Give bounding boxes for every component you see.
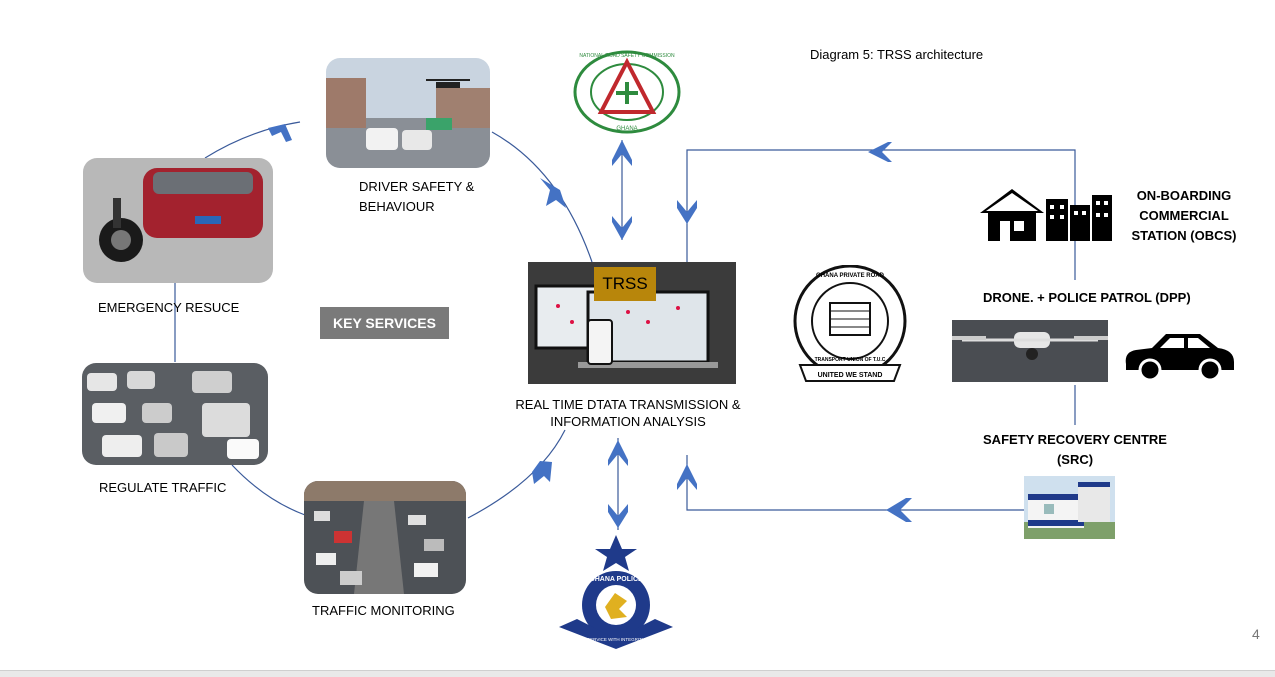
obcs-buildings-icon bbox=[978, 187, 1114, 243]
svg-text:GHANA POLICE: GHANA POLICE bbox=[589, 576, 643, 583]
drone-photo bbox=[952, 320, 1108, 382]
src-label-2: (SRC) bbox=[1056, 452, 1094, 467]
ghana-police-logo: GHANA POLICE SERVICE WITH INTEGRITY bbox=[557, 535, 675, 650]
drone-icon bbox=[426, 79, 470, 88]
chevron-left-obcs bbox=[868, 142, 892, 162]
connector-regulate-to-monitoring bbox=[231, 464, 306, 516]
page-number: 4 bbox=[1252, 626, 1260, 642]
trss-badge: TRSS bbox=[594, 267, 656, 301]
svg-text:NATIONAL ROAD SAFETY COMMISSIO: NATIONAL ROAD SAFETY COMMISSION bbox=[579, 53, 675, 59]
nrsc-logo: GHANA NATIONAL ROAD SAFETY COMMISSION bbox=[573, 50, 681, 134]
obcs-label-1: ON-BOARDING bbox=[1136, 188, 1232, 203]
connector-monitoring-to-center bbox=[467, 429, 566, 519]
svg-text:SERVICE WITH INTEGRITY: SERVICE WITH INTEGRITY bbox=[587, 637, 645, 642]
chevron-up-nrsc bbox=[612, 140, 632, 166]
driver-safety-label-2: BEHAVIOUR bbox=[359, 199, 435, 214]
star-icon bbox=[595, 535, 637, 571]
regulate-traffic-photo bbox=[82, 363, 268, 465]
traffic-monitoring-photo bbox=[304, 481, 466, 594]
chevron-arrow-1 bbox=[268, 124, 292, 142]
chevron-down-police bbox=[608, 504, 628, 528]
phone-screen bbox=[587, 319, 613, 365]
svg-text:GHANA: GHANA bbox=[616, 126, 637, 132]
svg-text:GHANA PRIVATE ROAD: GHANA PRIVATE ROAD bbox=[816, 273, 885, 279]
center-label-1: REAL TIME DTATA TRANSMISSION & bbox=[515, 397, 741, 412]
chevron-arrow-3 bbox=[532, 461, 552, 484]
obcs-label-2: COMMERCIAL bbox=[1139, 208, 1229, 223]
chevron-arrow-2 bbox=[540, 178, 566, 208]
connector-emergency-to-driver bbox=[204, 121, 301, 159]
driver-safety-photo bbox=[326, 58, 490, 168]
chevron-left-src bbox=[886, 498, 912, 522]
center-label-2: INFORMATION ANALYSIS bbox=[550, 414, 706, 429]
motorcycle-icon bbox=[99, 198, 143, 262]
svg-text:TRANSPORT UNION OF T.U.C: TRANSPORT UNION OF T.U.C bbox=[815, 357, 886, 363]
slide-footer-bar bbox=[0, 670, 1275, 677]
svg-text:UNITED WE STAND: UNITED WE STAND bbox=[818, 372, 883, 379]
obcs-label-3: STATION (OBCS) bbox=[1131, 228, 1237, 243]
emergency-rescue-photo bbox=[83, 158, 273, 283]
driver-safety-label-1: DRIVER SAFETY & bbox=[359, 179, 475, 194]
safety-recovery-centre-photo bbox=[1024, 476, 1115, 539]
chevron-up-police bbox=[608, 440, 628, 466]
regulate-traffic-label: REGULATE TRAFFIC bbox=[99, 480, 227, 495]
key-services-badge: KEY SERVICES bbox=[320, 307, 449, 339]
police-car-icon bbox=[1122, 330, 1237, 382]
traffic-monitoring-label: TRAFFIC MONITORING bbox=[312, 603, 455, 618]
chevron-up-src bbox=[677, 464, 697, 490]
src-label-1: SAFETY RECOVERY CENTRE bbox=[983, 432, 1167, 447]
diagram-caption: Diagram 5: TRSS architecture bbox=[810, 47, 984, 62]
connector-driver-to-center bbox=[491, 131, 593, 263]
chevron-down-obcs bbox=[677, 200, 697, 224]
eagle-icon bbox=[605, 593, 627, 619]
emergency-rescue-label: EMERGENCY RESUCE bbox=[98, 300, 240, 315]
dpp-label: DRONE. + POLICE PATROL (DPP) bbox=[983, 290, 1191, 305]
gprtu-logo: UNITED WE STAND GHANA PRIVATE ROAD TRANS… bbox=[790, 264, 910, 383]
chevron-down-nrsc bbox=[612, 216, 632, 240]
